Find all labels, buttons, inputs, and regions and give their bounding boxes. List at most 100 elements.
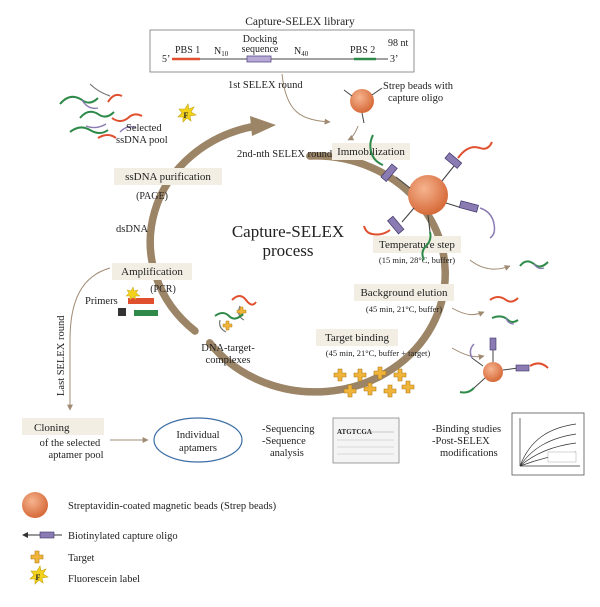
legend-oligo: Biotinylated capture oligo (68, 531, 178, 542)
ssdna-strand (421, 231, 432, 261)
primers-icon (118, 286, 158, 316)
sequencing-line-2: -Sequence (262, 436, 306, 447)
center-label-2: process (263, 241, 314, 260)
capture-oligo-line (471, 357, 484, 367)
capture-oligo-line (427, 214, 431, 233)
library-box (149, 29, 415, 73)
amplification-label: Amplification (121, 266, 183, 278)
background-box (354, 284, 454, 301)
ssdna-strand (119, 125, 137, 133)
sequencing-line-3: analysis (270, 448, 304, 459)
center-label-1: Capture-SELEX (232, 222, 344, 241)
first-round-label: 1st SELEX round (228, 80, 303, 91)
binding-line-1: -Binding studies (432, 424, 501, 435)
ssdna-strand (459, 387, 475, 394)
arrow-library-to-immobilization (281, 73, 331, 125)
pbs1-label: PBS 1 (175, 45, 200, 56)
library-title: Capture-SELEX library (245, 16, 355, 28)
ssdna-strand (363, 225, 391, 236)
docking-block (380, 163, 398, 182)
legend-bead-icon (22, 492, 48, 518)
cloning-title: Cloning (34, 422, 70, 434)
legend-fluor: Fluorescein label (68, 574, 140, 585)
library-length: 98 nt (388, 38, 409, 49)
ssdna-strand (457, 141, 493, 159)
released-strand-background (489, 296, 519, 303)
legend: Streptavidin-coated magnetic beads (Stre… (22, 492, 277, 585)
temperature-conditions: (15 min, 28°C, buffer) (379, 255, 455, 265)
bead-icon (350, 89, 374, 113)
pbs2-label: PBS 2 (350, 45, 375, 56)
temperature-label: Temperature step (379, 239, 455, 251)
legend-beads: Streptavidin-coated magnetic beads (Stre… (68, 501, 277, 512)
individual-aptamers-ellipse (153, 417, 243, 463)
amplification-box (112, 263, 192, 280)
purification-label: ssDNA purification (125, 171, 211, 183)
ssdna-strand (107, 93, 123, 103)
temperature-box (373, 236, 461, 253)
n10-label: N10 (214, 46, 229, 58)
bead-icon (483, 362, 503, 382)
ssdna-strand (85, 123, 107, 129)
target-icon (353, 368, 367, 382)
docking-label-2: sequence (242, 44, 279, 55)
last-round-label: Last SELEX round (56, 315, 67, 396)
cloning-line-2: of the selected (40, 438, 101, 449)
bound-bead (459, 337, 549, 394)
fluorescein-icon: F (177, 103, 197, 123)
cycle-arrowhead (250, 116, 276, 136)
purification-method: (PAGE) (136, 191, 168, 202)
purification-box (114, 168, 222, 185)
capture-oligo-line (502, 367, 519, 371)
n40-label: N40 (294, 46, 309, 58)
bead-icon (408, 175, 448, 215)
docking-block (515, 364, 530, 372)
capture-oligo-line (395, 176, 411, 189)
docking-block (458, 200, 479, 213)
arrow-beads-to-immobilization (347, 125, 359, 141)
library-panel: Capture-SELEX library 5’ PBS 1 N10 Docki… (149, 16, 415, 73)
cycle-arc-left (146, 122, 260, 335)
ssdna-strand (111, 113, 143, 122)
individual-aptamers-1: Individual (176, 430, 219, 441)
released-strand-background (505, 317, 515, 325)
docking-block (444, 152, 463, 169)
sequencing-line-1: -Sequencing (262, 424, 315, 435)
strep-beads-label-2: capture oligo (388, 93, 443, 104)
second-round-label: 2nd-nth SELEX round (237, 149, 333, 160)
ssdna-strand (469, 343, 475, 359)
sequence-readout: ATGTCGA (332, 417, 400, 464)
target-binding-label: Target binding (325, 332, 390, 344)
capture-oligo-line (473, 377, 486, 389)
target-icon (393, 368, 407, 382)
ssdna-strand (59, 95, 99, 105)
background-conditions: (45 min, 21°C, buffer) (366, 304, 442, 314)
legend-fluor-icon (29, 565, 49, 585)
selected-pool-label-1: Selected (126, 123, 162, 134)
arrow-temperature-release (469, 259, 511, 271)
capture-oligo-line (401, 207, 415, 223)
ssdna-strand (81, 99, 99, 110)
capture-oligo-line (343, 89, 353, 97)
ssdna-strand (529, 362, 549, 369)
complexes-label-2: complexes (206, 355, 251, 366)
individual-aptamers-2: aptamers (179, 443, 217, 454)
dna-target-complex (214, 295, 257, 333)
target-binding-box (316, 329, 398, 346)
capture-oligo-line (441, 165, 455, 182)
docking-segment (246, 55, 272, 63)
ssdna-strand (479, 207, 496, 239)
background-label: Background elution (360, 287, 448, 299)
binding-line-2: -Post-SELEX (432, 436, 490, 447)
docking-block (387, 215, 405, 235)
ssdna-strand (97, 134, 117, 139)
ssdna-strand (89, 83, 111, 97)
ssdna-strand (79, 110, 115, 119)
docking-block (489, 337, 497, 351)
target-icon (363, 382, 377, 396)
library-five-prime: 5’ (162, 54, 170, 65)
library-three-prime: 3’ (390, 54, 398, 65)
immobilized-bead (363, 134, 496, 261)
binding-line-3: modifications (440, 448, 498, 459)
